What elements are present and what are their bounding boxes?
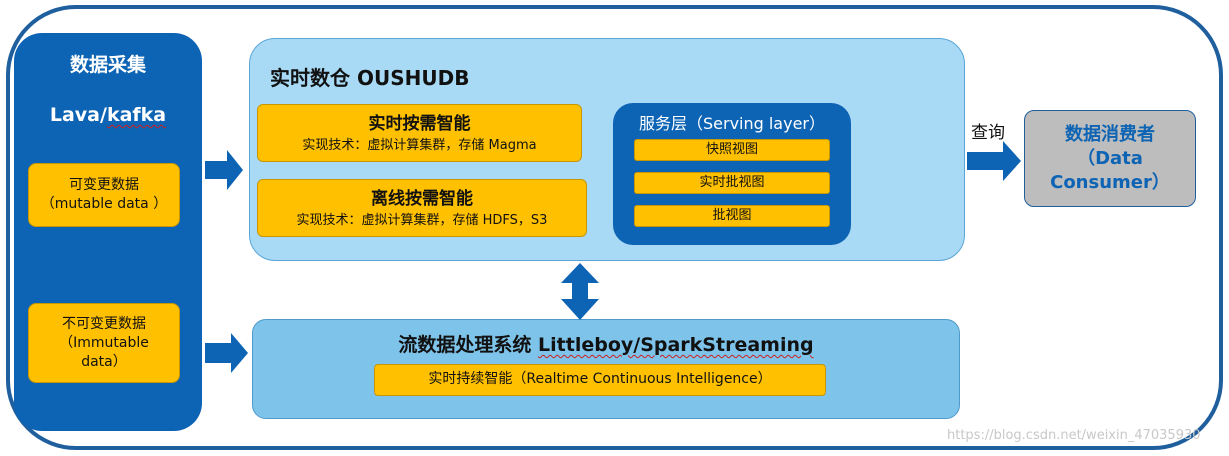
offline-on-demand-title: 离线按需智能: [371, 189, 473, 209]
offline-on-demand-desc: 实现技术：虚拟计算集群，存储 HDFS，S3: [296, 213, 548, 228]
arrow-collect-to-stream: [205, 333, 248, 373]
immutable-data-box: 不可变更数据 （Immutable data）: [28, 303, 180, 383]
batch-view-box: 批视图: [634, 205, 830, 227]
realtime-warehouse-title: 实时数仓 OUSHUDB: [270, 66, 470, 90]
arrow-query-to-consumer: [967, 141, 1021, 181]
snapshot-view-box: 快照视图: [634, 139, 830, 161]
mutable-data-box: 可变更数据 （mutable data ）: [28, 163, 180, 227]
realtime-on-demand-desc: 实现技术：虚拟计算集群，存储 Magma: [302, 138, 537, 153]
query-label: 查询: [971, 123, 1005, 143]
realtime-on-demand-box: 实时按需智能 实现技术：虚拟计算集群，存储 Magma: [257, 104, 582, 162]
data-collection-source: Lava/kafka: [49, 104, 167, 126]
continuous-intelligence-box: 实时持续智能（Realtime Continuous Intelligence）: [374, 364, 826, 396]
arrow-warehouse-stream-bidirectional: [561, 263, 599, 320]
stream-processing-title: 流数据处理系统 Littleboy/SparkStreaming: [398, 334, 814, 356]
data-consumer-box: 数据消费者 （Data Consumer）: [1024, 110, 1196, 207]
realtime-on-demand-title: 实时按需智能: [368, 114, 471, 134]
arrow-collect-to-warehouse: [205, 150, 243, 190]
serving-layer-title: 服务层（Serving layer）: [638, 114, 826, 133]
data-collection-title: 数据采集: [69, 54, 146, 76]
realtime-batch-view-box: 实时批视图: [634, 172, 830, 194]
watermark: https://blog.csdn.net/weixin_47035930: [947, 428, 1201, 443]
offline-on-demand-box: 离线按需智能 实现技术：虚拟计算集群，存储 HDFS，S3: [257, 179, 587, 237]
